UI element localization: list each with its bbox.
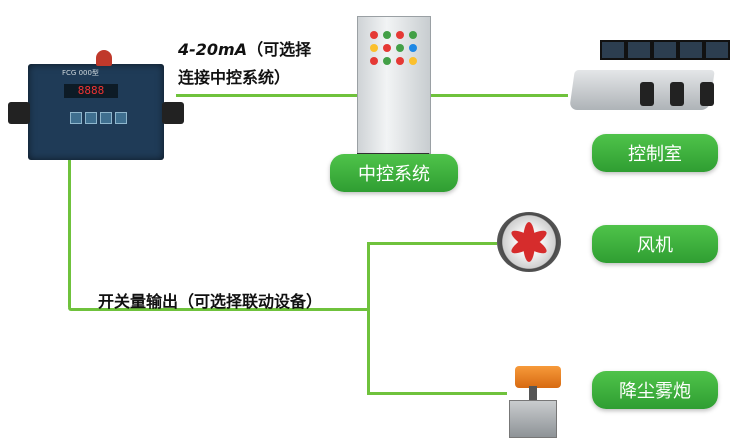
monitor-icon bbox=[704, 40, 730, 60]
fog-cannon-image bbox=[505, 360, 573, 440]
chair-icon bbox=[640, 82, 654, 106]
cannon-post bbox=[529, 386, 537, 402]
fan-label: 风机 bbox=[592, 225, 718, 263]
fog-cannon-label: 降尘雾炮 bbox=[592, 371, 718, 409]
cannon-barrel bbox=[515, 366, 561, 388]
connector-cabinet-to-control-room bbox=[428, 94, 568, 97]
detector-left-port bbox=[8, 102, 30, 124]
control-room-image bbox=[568, 36, 736, 126]
control-cabinet-image bbox=[357, 16, 431, 163]
analog-line2: 连接中控系统） bbox=[178, 68, 291, 87]
control-room-label: 控制室 bbox=[592, 134, 718, 172]
connector-to-fog-cannon bbox=[367, 392, 507, 395]
alarm-light-icon bbox=[96, 50, 112, 66]
cabinet-buttons-icon bbox=[370, 31, 417, 65]
fan-image bbox=[497, 212, 561, 272]
connector-vertical-trunk bbox=[367, 244, 370, 394]
detector-keypad bbox=[70, 112, 127, 124]
connector-detector-down bbox=[68, 160, 71, 310]
dust-detector-device: FCG 000型 8888 bbox=[8, 50, 184, 160]
central-system-label: 中控系统 bbox=[330, 154, 458, 192]
switch-output-label: 开关量输出（可选择联动设备） bbox=[98, 292, 323, 311]
detector-display: 8888 bbox=[64, 84, 118, 98]
connector-detector-to-cabinet bbox=[176, 94, 358, 97]
monitor-icon bbox=[652, 40, 678, 60]
monitor-icon bbox=[600, 40, 626, 60]
monitor-icon bbox=[626, 40, 652, 60]
signal-range-text: 4-20mA bbox=[178, 40, 248, 59]
connector-to-fan bbox=[367, 242, 497, 245]
cannon-base bbox=[509, 400, 557, 438]
analog-line1-rest: （可选择 bbox=[247, 40, 312, 59]
monitor-icon bbox=[678, 40, 704, 60]
chair-icon bbox=[700, 82, 714, 106]
chair-icon bbox=[670, 82, 684, 106]
analog-output-label: 4-20mA（可选择 连接中控系统） bbox=[178, 36, 311, 92]
detector-right-port bbox=[162, 102, 184, 124]
detector-model-text: FCG 000型 bbox=[62, 69, 99, 77]
connector-bottom-horizontal bbox=[68, 308, 370, 311]
